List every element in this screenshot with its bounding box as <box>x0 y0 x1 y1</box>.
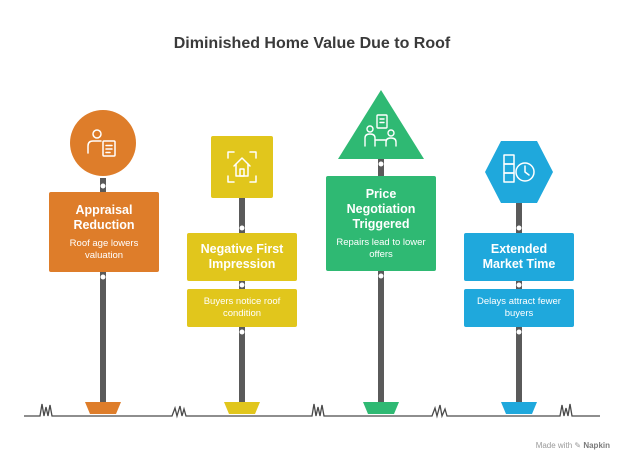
base <box>363 402 399 414</box>
negative-first-impression-card: Negative First Impression <box>187 233 297 281</box>
connector-dot <box>516 329 522 335</box>
extended-market-time-note: Delays attract fewer buyers <box>464 289 574 327</box>
connector-dot <box>378 161 384 167</box>
card-heading: Appraisal Reduction <box>73 202 135 232</box>
made-with-credit[interactable]: Made with ✎ Napkin <box>536 441 610 450</box>
base <box>224 402 260 414</box>
connector-dot <box>239 282 245 288</box>
ground-line <box>24 403 600 419</box>
connector-dot <box>100 183 106 189</box>
connector-dot <box>378 273 384 279</box>
triangle-sign-top <box>338 90 424 159</box>
connector-dot <box>239 329 245 335</box>
price-negotiation-card: Price Negotiation Triggered Repairs lead… <box>326 176 436 271</box>
negotiation-people-icon <box>364 114 397 147</box>
card-description: Delays attract fewer buyers <box>477 296 561 319</box>
square-sign-top <box>211 136 273 198</box>
pole <box>378 156 384 404</box>
made-with-label: Made with <box>535 441 573 450</box>
calendar-clock-icon <box>503 154 535 183</box>
negative-first-impression-note: Buyers notice roof condition <box>187 289 297 327</box>
page-title: Diminished Home Value Due to Roof <box>173 35 451 52</box>
napkin-logo-icon: ✎ <box>574 441 582 450</box>
appraiser-document-icon <box>87 129 116 157</box>
card-description: Repairs lead to lower offers <box>336 236 426 260</box>
card-heading: Negative First Impression <box>200 242 284 271</box>
napkin-brand: Napkin <box>583 441 610 450</box>
pole <box>100 178 106 404</box>
connector-dot <box>516 225 522 231</box>
connector-dot <box>516 282 522 288</box>
card-heading: Price Negotiation Triggered <box>346 186 416 231</box>
card-description: Buyers notice roof condition <box>203 296 281 319</box>
base <box>501 402 537 414</box>
house-focus-icon <box>227 151 257 183</box>
appraisal-reduction-card: Appraisal Reduction Roof age lowers valu… <box>49 192 159 272</box>
card-heading: Extended Market Time <box>482 242 556 271</box>
card-description: Roof age lowers valuation <box>69 237 139 261</box>
hexagon-sign-top <box>485 141 553 203</box>
base <box>85 402 121 414</box>
connector-dot <box>239 225 245 231</box>
extended-market-time-card: Extended Market Time <box>464 233 574 281</box>
connector-dot <box>100 274 106 280</box>
